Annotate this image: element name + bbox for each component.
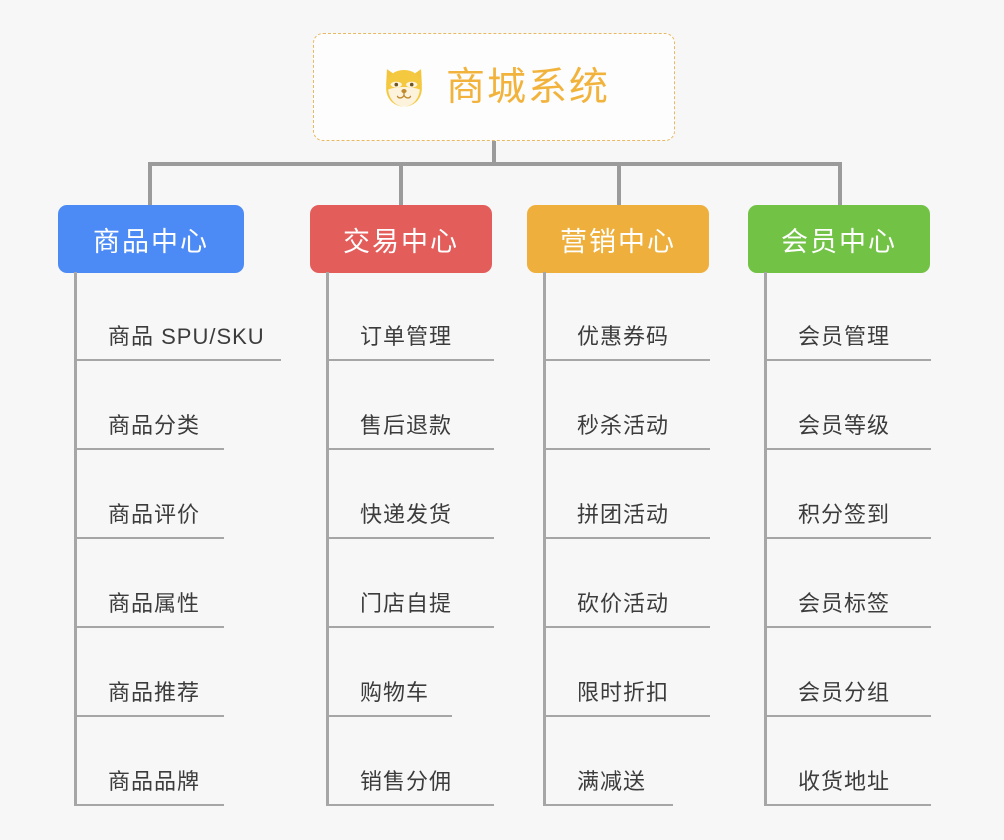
leaf-item[interactable]: 商品 SPU/SKU — [74, 272, 281, 361]
category-box-marketing[interactable]: 营销中心 — [527, 205, 709, 273]
leaf-item-underline — [326, 715, 452, 717]
leaf-item-underline — [543, 359, 710, 361]
leaf-item-label: 会员等级 — [798, 413, 891, 438]
leaf-item-underline — [543, 715, 710, 717]
leaf-item-label: 商品推荐 — [108, 680, 201, 705]
leaf-column-member: 会员管理会员等级积分签到会员标签会员分组收货地址 — [764, 272, 1004, 806]
leaf-item-underline — [326, 359, 494, 361]
connector-spine-member — [764, 272, 767, 806]
category-box-product[interactable]: 商品中心 — [58, 205, 244, 273]
connector-spine-marketing — [543, 272, 546, 806]
leaf-item[interactable]: 拼团活动 — [543, 450, 710, 539]
leaf-column-product: 商品 SPU/SKU 商品分类商品评价商品属性商品推荐商品品牌 — [74, 272, 334, 806]
leaf-item[interactable]: 会员分组 — [764, 628, 931, 717]
leaf-item-underline — [543, 804, 673, 806]
leaf-item-label: 砍价活动 — [577, 591, 670, 616]
leaf-item-underline — [74, 537, 224, 539]
leaf-item[interactable]: 满减送 — [543, 717, 673, 806]
leaf-item-label: 售后退款 — [360, 413, 453, 438]
leaf-item-label: 会员标签 — [798, 591, 891, 616]
category-label-marketing: 营销中心 — [560, 226, 676, 257]
leaf-item[interactable]: 销售分佣 — [326, 717, 494, 806]
connector-drop-product — [148, 162, 152, 205]
leaf-item-label: 销售分佣 — [360, 769, 453, 794]
leaf-item-label: 优惠券码 — [577, 324, 670, 349]
leaf-item[interactable]: 售后退款 — [326, 361, 494, 450]
leaf-item-underline — [764, 448, 931, 450]
leaf-item-label: 商品品牌 — [108, 769, 201, 794]
leaf-item-label: 商品 SPU/SKU — [108, 324, 265, 349]
leaf-item[interactable]: 积分签到 — [764, 450, 931, 539]
shiba-dog-face-icon — [378, 61, 430, 113]
leaf-item-underline — [543, 537, 710, 539]
leaf-item-label: 订单管理 — [360, 324, 453, 349]
leaf-item[interactable]: 会员管理 — [764, 272, 931, 361]
root-node-label: 商城系统 — [445, 65, 610, 109]
leaf-item-label: 商品分类 — [108, 413, 201, 438]
leaf-item[interactable]: 门店自提 — [326, 539, 494, 628]
category-box-trade[interactable]: 交易中心 — [310, 205, 492, 273]
leaf-item[interactable]: 购物车 — [326, 628, 452, 717]
leaf-item-underline — [326, 448, 494, 450]
leaf-item-label: 收货地址 — [798, 769, 891, 794]
leaf-item-label: 满减送 — [577, 769, 647, 794]
root-node-shop-system[interactable]: 商城系统 — [313, 33, 675, 141]
leaf-item[interactable]: 收货地址 — [764, 717, 931, 806]
leaf-item-underline — [74, 448, 224, 450]
leaf-item-underline — [764, 537, 931, 539]
leaf-item[interactable]: 快递发货 — [326, 450, 494, 539]
category-label-trade: 交易中心 — [343, 226, 459, 257]
leaf-column-marketing: 优惠券码秒杀活动拼团活动砍价活动限时折扣满减送 — [543, 272, 803, 806]
leaf-item-underline — [74, 804, 224, 806]
leaf-item-underline — [74, 626, 224, 628]
connector-root-stem — [492, 141, 496, 164]
leaf-item-label: 会员分组 — [798, 680, 891, 705]
leaf-item-underline — [74, 359, 281, 361]
leaf-item[interactable]: 商品品牌 — [74, 717, 224, 806]
connector-drop-marketing — [617, 162, 621, 205]
leaf-item-label: 商品属性 — [108, 591, 201, 616]
leaf-item[interactable]: 砍价活动 — [543, 539, 710, 628]
category-label-product: 商品中心 — [93, 226, 209, 257]
leaf-item-label: 限时折扣 — [577, 680, 670, 705]
leaf-item-label: 积分签到 — [798, 502, 891, 527]
leaf-item-label: 商品评价 — [108, 502, 201, 527]
leaf-item-underline — [764, 715, 931, 717]
leaf-item[interactable]: 商品属性 — [74, 539, 224, 628]
category-label-member: 会员中心 — [781, 226, 897, 257]
leaf-item[interactable]: 会员标签 — [764, 539, 931, 628]
leaf-item-label: 拼团活动 — [577, 502, 670, 527]
leaf-item-label: 购物车 — [360, 680, 430, 705]
leaf-column-trade: 订单管理售后退款快递发货门店自提购物车销售分佣 — [326, 272, 586, 806]
connector-horizontal-bus — [150, 162, 842, 166]
leaf-item[interactable]: 优惠券码 — [543, 272, 710, 361]
leaf-item-underline — [326, 804, 494, 806]
leaf-item-underline — [543, 626, 710, 628]
leaf-item-underline — [764, 359, 931, 361]
leaf-item[interactable]: 订单管理 — [326, 272, 494, 361]
leaf-item-underline — [543, 448, 710, 450]
leaf-item[interactable]: 秒杀活动 — [543, 361, 710, 450]
category-box-member[interactable]: 会员中心 — [748, 205, 930, 273]
leaf-item-underline — [326, 626, 494, 628]
connector-spine-product — [74, 272, 77, 806]
leaf-item[interactable]: 商品推荐 — [74, 628, 224, 717]
leaf-item[interactable]: 商品分类 — [74, 361, 224, 450]
leaf-item[interactable]: 限时折扣 — [543, 628, 710, 717]
leaf-item-label: 秒杀活动 — [577, 413, 670, 438]
leaf-item-label: 门店自提 — [360, 591, 453, 616]
leaf-item-underline — [764, 804, 931, 806]
leaf-item-label: 快递发货 — [360, 502, 453, 527]
connector-drop-member — [838, 162, 842, 205]
connector-spine-trade — [326, 272, 329, 806]
connector-drop-trade — [399, 162, 403, 205]
leaf-item[interactable]: 商品评价 — [74, 450, 224, 539]
leaf-item-label: 会员管理 — [798, 324, 891, 349]
leaf-item[interactable]: 会员等级 — [764, 361, 931, 450]
leaf-item-underline — [74, 715, 224, 717]
leaf-item-underline — [326, 537, 494, 539]
leaf-item-underline — [764, 626, 931, 628]
